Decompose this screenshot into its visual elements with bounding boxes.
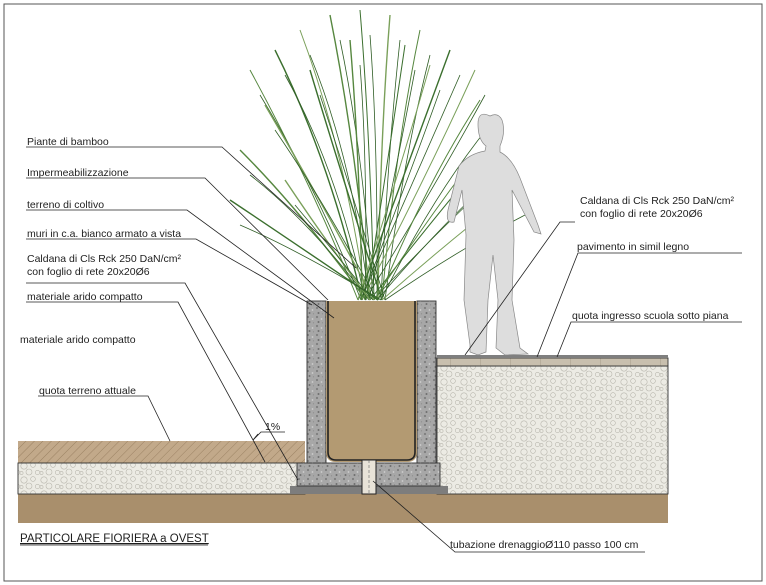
- bamboo-blade: [361, 69, 476, 301]
- bamboo-blade: [239, 224, 382, 301]
- label-screed-left-line1: Caldana di Cls Rck 250 DaN/cm²: [27, 253, 182, 265]
- label-concrete-walls: muri in c.a. bianco armato a vista: [27, 228, 181, 240]
- wood-paving: [436, 357, 669, 367]
- bamboo-blade: [359, 64, 367, 301]
- label-waterproofing: Impermeabilizzazione: [27, 167, 129, 179]
- bamboo-blade: [349, 39, 363, 301]
- bamboo-blade: [380, 124, 491, 301]
- planter-wall-left: [306, 300, 327, 464]
- subsoil-layer: [18, 494, 668, 523]
- bamboo-blade: [239, 149, 367, 301]
- label-compacted-fill-1: materiale arido compatto: [27, 291, 143, 303]
- bamboo-blade: [309, 69, 383, 301]
- bamboo-blade: [377, 99, 481, 301]
- bamboo-blade: [309, 54, 370, 301]
- bamboo-blade: [364, 94, 486, 301]
- bamboo-blade: [284, 74, 366, 301]
- leader-lines: [26, 146, 742, 553]
- bamboo-plant: [229, 9, 526, 301]
- bamboo-blade: [284, 179, 371, 301]
- label-bamboo-plants: Piante di bamboo: [27, 136, 109, 148]
- bamboo-blade: [384, 54, 431, 301]
- bamboo-blade: [249, 174, 370, 301]
- existing-ground-layer: [18, 441, 305, 463]
- bamboo-blade: [365, 44, 406, 301]
- bamboo-blade: [299, 29, 367, 301]
- label-slope: 1%: [265, 421, 280, 433]
- planter-wall-right: [416, 300, 437, 464]
- bamboo-blade: [319, 94, 386, 301]
- label-topsoil: terreno di coltivo: [27, 199, 104, 211]
- label-wood-paving: pavimento in simil legno: [577, 241, 689, 253]
- bamboo-blade: [294, 204, 374, 301]
- label-compacted-fill-2: materiale arido compatto: [20, 334, 136, 346]
- paving-screed: [437, 355, 668, 358]
- bamboo-blade: [360, 89, 441, 301]
- label-screed-right-line1: Caldana di Cls Rck 250 DaN/cm²: [580, 195, 735, 207]
- planter-soil: [326, 301, 417, 462]
- bamboo-blade: [274, 49, 363, 301]
- bamboo-blade: [274, 129, 378, 301]
- human-figure: [446, 113, 542, 356]
- bamboo-blade: [368, 69, 416, 301]
- bamboo-blade: [357, 64, 431, 301]
- label-screed-right-line2: con foglio di rete 20x20Ø6: [580, 208, 703, 220]
- left-fill-layer: [17, 462, 306, 495]
- drawing-title: PARTICOLARE FIORIERA a OVEST: [20, 533, 209, 545]
- right-fill-layer: [436, 365, 669, 495]
- label-school-entrance-level: quota ingresso scuola sotto piana: [572, 310, 729, 322]
- label-current-ground-level: quota terreno attuale: [39, 385, 136, 397]
- label-screed-left-line2: con foglio di rete 20x20Ø6: [27, 266, 150, 278]
- bamboo-blade: [380, 39, 401, 301]
- label-drain-pipe: tubazione drenaggioØ110 passo 100 cm: [450, 539, 639, 551]
